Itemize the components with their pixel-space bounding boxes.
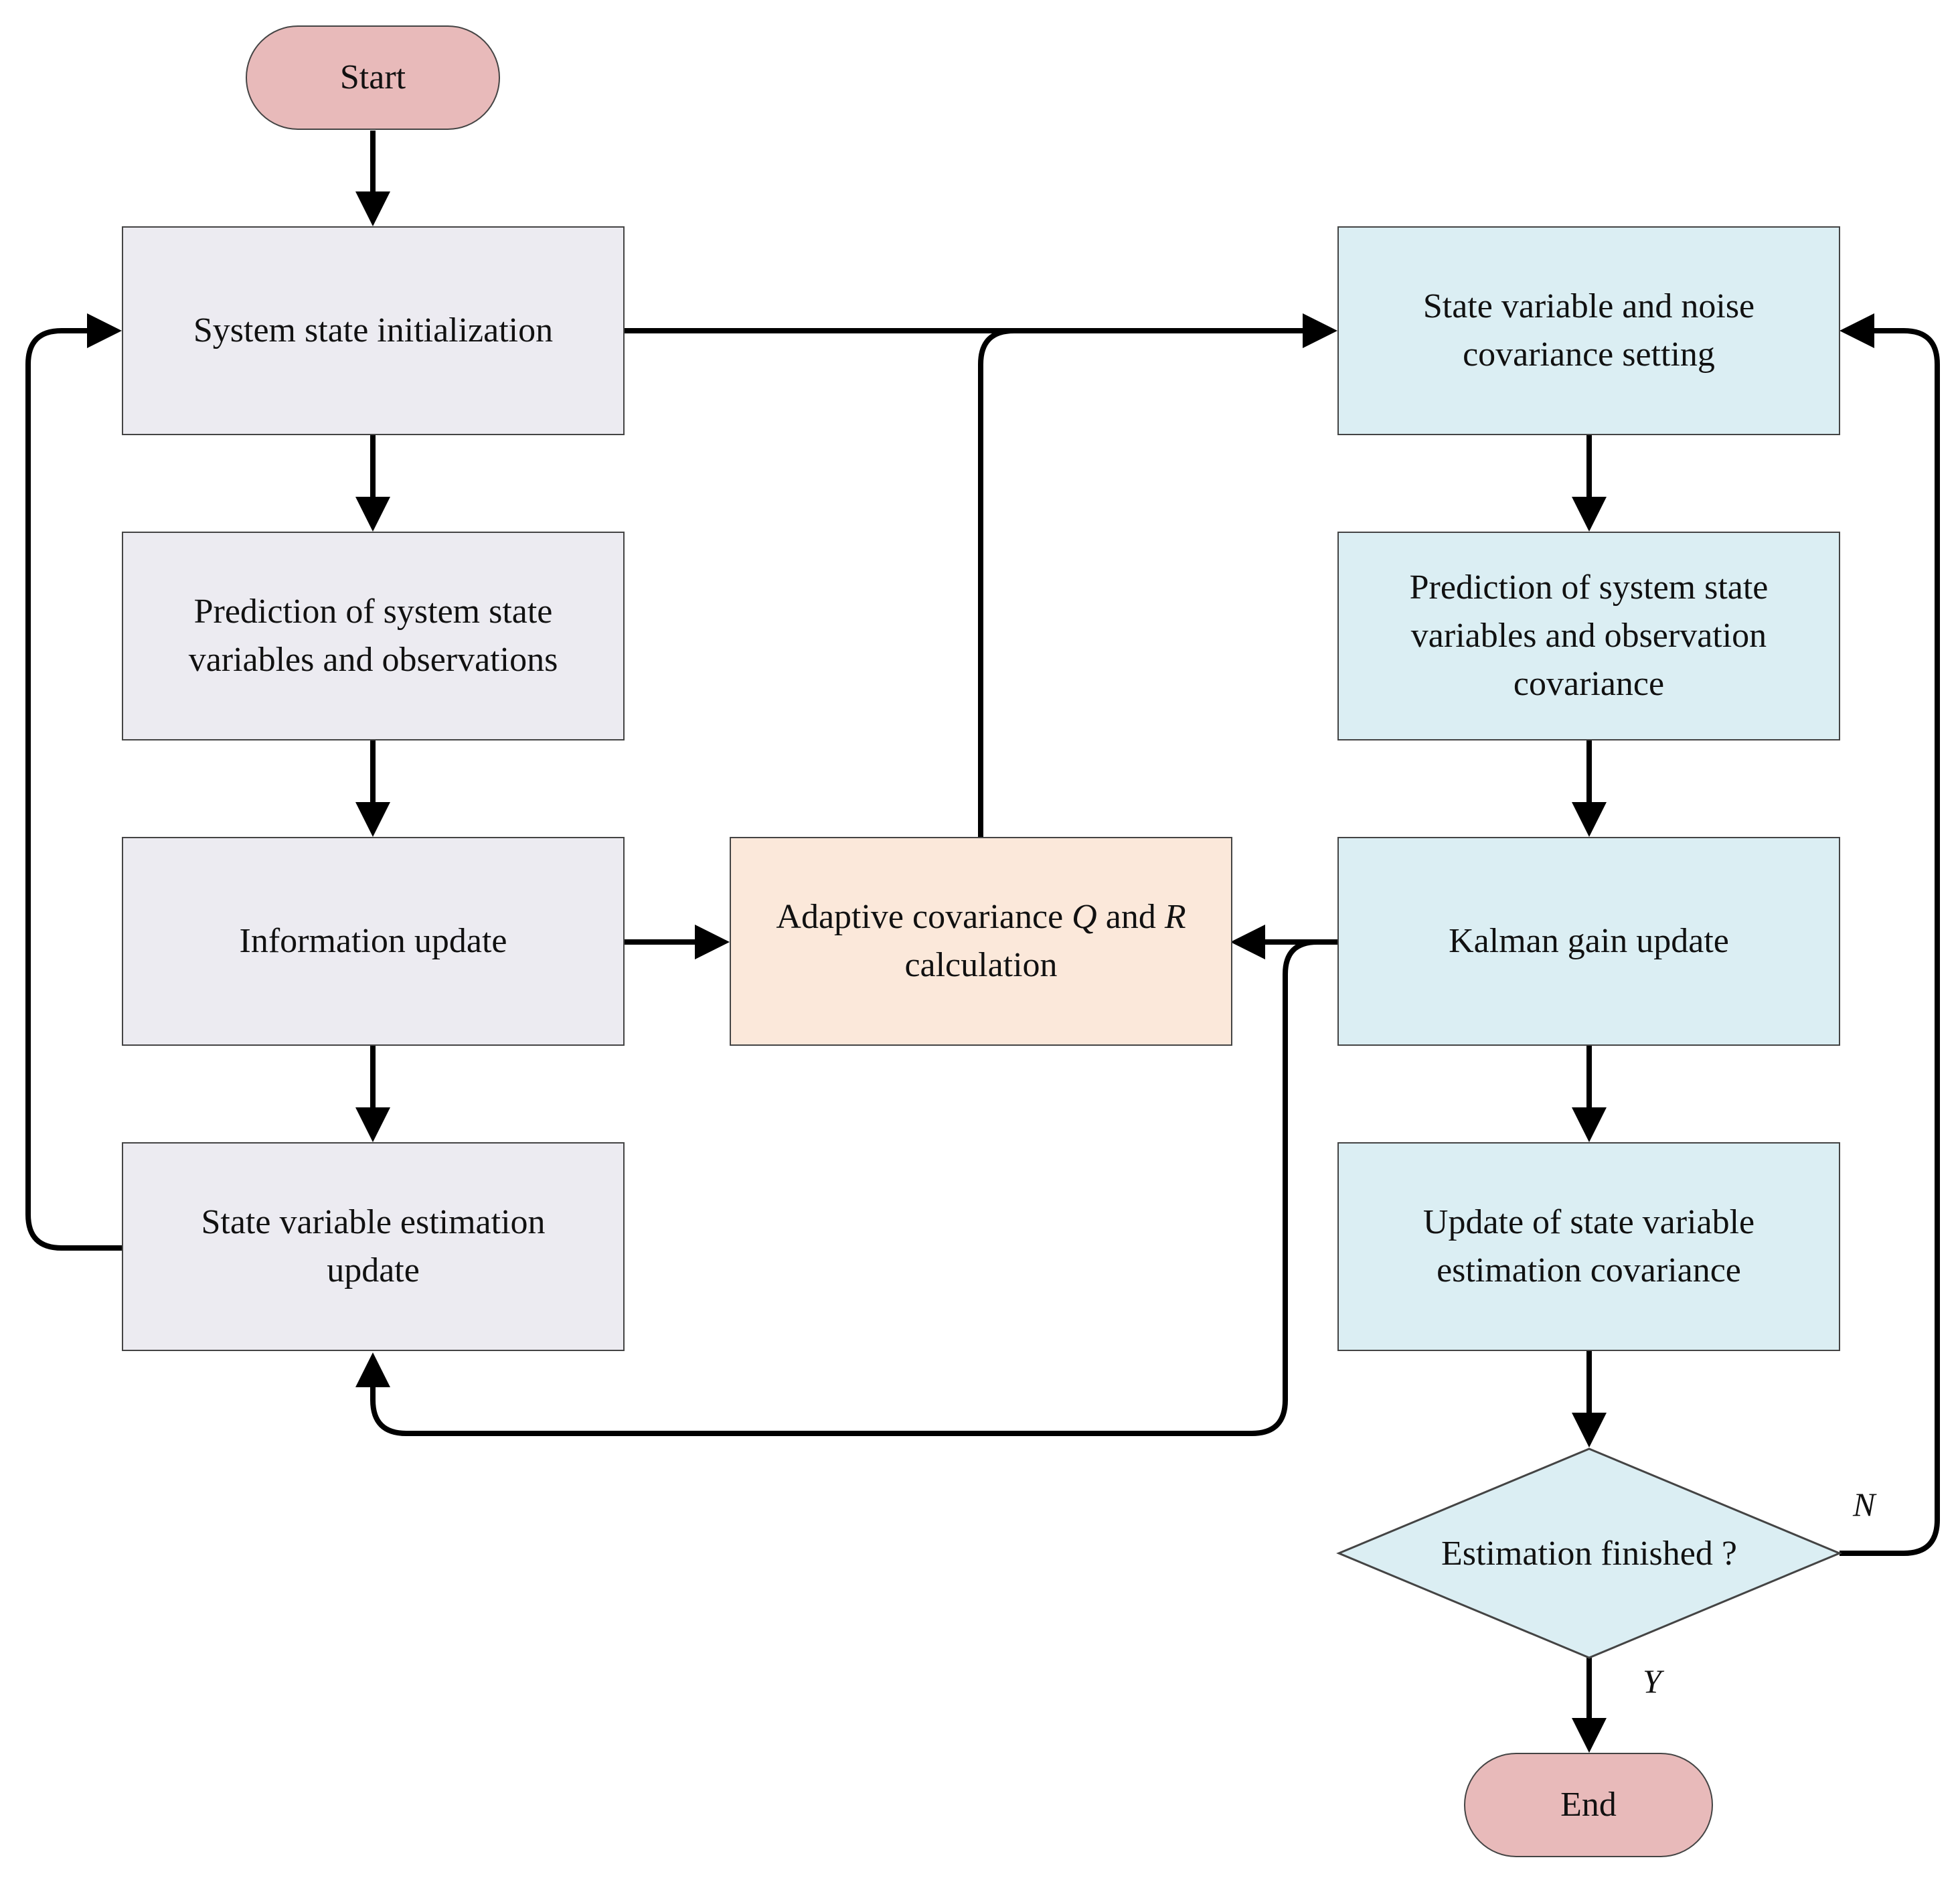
arrowhead <box>355 497 390 532</box>
start-terminal: Start <box>246 25 500 130</box>
arrowhead <box>355 1107 390 1142</box>
arrowhead <box>355 802 390 837</box>
branch-yes-label: Y <box>1643 1662 1661 1700</box>
branch-no-label: N <box>1853 1486 1876 1523</box>
adaptive-r: R <box>1164 898 1186 937</box>
arrowhead <box>87 313 122 348</box>
information-update-label: Information update <box>239 922 507 961</box>
information-update-box: Information update <box>122 837 625 1046</box>
noise-covariance-setting-label: State variable and noise covariance sett… <box>1422 287 1755 374</box>
start-label: Start <box>339 58 406 97</box>
arrowhead <box>355 1352 390 1387</box>
arrowhead <box>1572 497 1607 532</box>
arrowhead <box>1572 802 1607 837</box>
adaptive-and: and <box>1096 898 1165 937</box>
arrowhead <box>695 925 730 959</box>
end-label: End <box>1560 1786 1617 1824</box>
decision-diamond <box>1336 1447 1842 1659</box>
adaptive-q: Q <box>1072 898 1097 937</box>
kalman-gain-update-box: Kalman gain update <box>1337 837 1840 1046</box>
update-estimation-covariance-box: Update of state variable estimation cova… <box>1337 1142 1840 1351</box>
state-variable-estimation-update-label: State variable estimation update <box>201 1203 546 1289</box>
adaptive-prefix: Adaptive covariance <box>776 898 1072 937</box>
prediction-observation-covariance-box: Prediction of system state variables and… <box>1337 532 1840 740</box>
edge-decision-no-loop <box>1840 328 1940 1556</box>
adaptive-suffix: calculation <box>904 946 1058 984</box>
edge-kalman-to-estimation <box>370 939 1318 1436</box>
state-variable-estimation-update-box: State variable estimation update <box>122 1142 625 1351</box>
prediction-observation-covariance-label: Prediction of system state variables and… <box>1409 568 1769 703</box>
arrowhead <box>1572 1718 1607 1753</box>
kalman-gain-update-label: Kalman gain update <box>1449 922 1729 961</box>
arrowhead <box>355 191 390 226</box>
prediction-state-observations-label: Prediction of system state variables and… <box>188 593 558 679</box>
decision-label: Estimation finished ? <box>1441 1534 1737 1573</box>
arrowhead <box>1572 1413 1607 1447</box>
update-estimation-covariance-label: Update of state variable estimation cova… <box>1422 1203 1755 1289</box>
arrowhead <box>1572 1107 1607 1142</box>
end-terminal: End <box>1464 1753 1713 1857</box>
prediction-state-observations-box: Prediction of system state variables and… <box>122 532 625 740</box>
arrowhead <box>1230 925 1265 959</box>
edge-estimation-loop-to-init <box>25 328 122 1251</box>
arrowhead <box>1303 313 1337 348</box>
arrowhead <box>1840 313 1874 348</box>
noise-covariance-setting-box: State variable and noise covariance sett… <box>1337 226 1840 435</box>
system-state-initialization-box: System state initialization <box>122 226 625 435</box>
system-state-initialization-label: System state initialization <box>193 311 554 350</box>
edge-adaptive-to-noise-setting <box>978 328 1038 838</box>
